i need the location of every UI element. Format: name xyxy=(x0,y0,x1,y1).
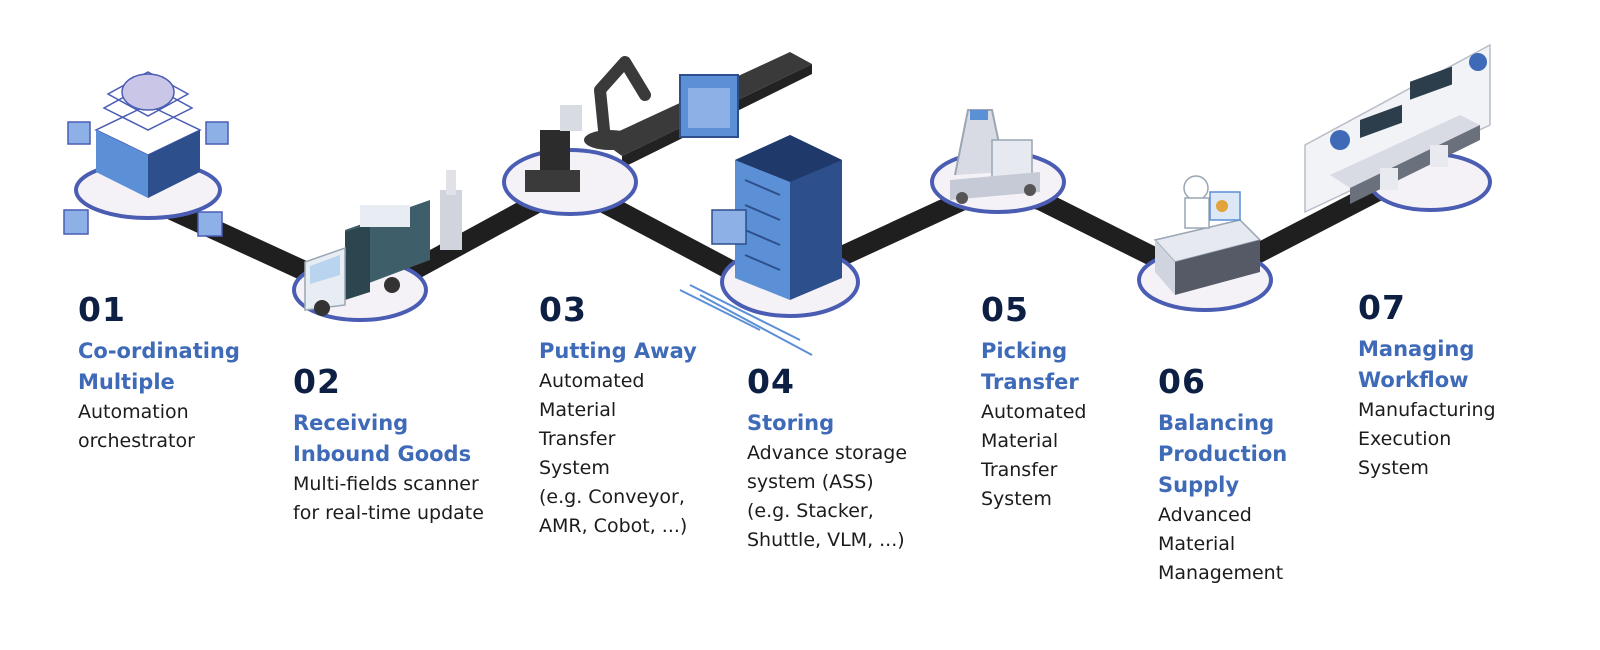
step-number: 04 xyxy=(747,362,795,401)
agv-robot-icon xyxy=(930,109,1066,214)
step-description-line: Transfer xyxy=(981,459,1058,481)
step-02: 02 Receiving Inbound Goods Multi-fields … xyxy=(293,362,533,528)
step-description-line: (e.g. Conveyor, xyxy=(539,486,685,508)
step-description-line: Automated xyxy=(981,401,1087,423)
step-06: 06 Balancing Production Supply Advanced … xyxy=(1158,362,1398,588)
step-01: 01 Co-ordinating Multiple Automation orc… xyxy=(78,290,318,456)
step-05: 05 Picking Transfer Automated Material T… xyxy=(981,290,1221,514)
step-number: 05 xyxy=(981,290,1029,329)
storage-tower-icon xyxy=(679,135,860,356)
step-03: 03 Putting Away Automated Material Trans… xyxy=(539,290,779,541)
step-number: 07 xyxy=(1358,288,1406,327)
step-title: Putting Away xyxy=(539,336,779,367)
control-room-icon xyxy=(1304,43,1492,214)
step-number: 03 xyxy=(539,290,587,329)
step-title-line: Managing xyxy=(1358,337,1475,361)
step-description-line: Execution xyxy=(1358,428,1452,450)
step-description-line: Advance storage xyxy=(747,442,908,464)
step-title-line: Storing xyxy=(747,411,835,435)
step-title-line: Workflow xyxy=(1358,368,1469,392)
step-07: 07 Managing Workflow Manufacturing Execu… xyxy=(1358,288,1598,483)
step-title-line: Transfer xyxy=(981,370,1079,394)
robot-arm-conveyor-icon xyxy=(502,52,812,216)
step-description-line: AMR, Cobot, ...) xyxy=(539,515,688,537)
step-title-line: Supply xyxy=(1158,473,1240,497)
step-description: Advance storage system (ASS) (e.g. Stack… xyxy=(747,439,987,555)
step-title-line: Balancing xyxy=(1158,411,1275,435)
step-number: 06 xyxy=(1158,362,1206,401)
step-title: Receiving Inbound Goods xyxy=(293,408,533,470)
step-description-line: (e.g. Stacker, xyxy=(747,500,874,522)
step-description-line: orchestrator xyxy=(78,430,195,452)
step-description-line: System xyxy=(981,488,1052,510)
ai-brain-orchestrator-icon xyxy=(63,71,229,237)
step-description-line: Multi-fields scanner xyxy=(293,473,479,495)
step-description: Automation orchestrator xyxy=(78,398,318,456)
step-description-line: System xyxy=(1358,457,1429,479)
step-title-line: Multiple xyxy=(78,370,175,394)
step-description-line: Automation xyxy=(78,401,189,423)
step-description-line: Management xyxy=(1158,562,1284,584)
step-description-line: Material xyxy=(1158,533,1236,555)
step-description-line: Manufacturing xyxy=(1358,399,1496,421)
step-title-line: Picking xyxy=(981,339,1068,363)
step-description-line: Automated xyxy=(539,370,645,392)
step-04: 04 Storing Advance storage system (ASS) … xyxy=(747,362,987,555)
step-description: Advanced Material Management xyxy=(1158,501,1398,588)
step-title: Co-ordinating Multiple xyxy=(78,336,318,398)
step-description-line: Transfer xyxy=(539,428,616,450)
step-number: 01 xyxy=(78,290,126,329)
step-title: Storing xyxy=(747,408,987,439)
step-title-line: Inbound Goods xyxy=(293,442,472,466)
step-description-line: for real-time update xyxy=(293,502,484,524)
step-description: Automated Material Transfer System xyxy=(981,398,1221,514)
step-title-line: Putting Away xyxy=(539,339,697,363)
delivery-truck-icon xyxy=(292,170,462,322)
step-title-line: Co-ordinating xyxy=(78,339,240,363)
step-description-line: Shuttle, VLM, ...) xyxy=(747,529,905,551)
step-number: 02 xyxy=(293,362,341,401)
step-description: Multi-fields scanner for real-time updat… xyxy=(293,470,533,528)
step-description-line: Material xyxy=(539,399,617,421)
step-description: Automated Material Transfer System (e.g.… xyxy=(539,367,779,541)
step-title-line: Production xyxy=(1158,442,1288,466)
step-description-line: Advanced xyxy=(1158,504,1252,526)
production-workstation-icon xyxy=(1137,175,1273,312)
step-description: Manufacturing Execution System xyxy=(1358,396,1598,483)
step-description-line: system (ASS) xyxy=(747,471,874,493)
step-title: Balancing Production Supply xyxy=(1158,408,1398,501)
step-title: Managing Workflow xyxy=(1358,334,1598,396)
step-description-line: Material xyxy=(981,430,1059,452)
step-title: Picking Transfer xyxy=(981,336,1221,398)
step-description-line: System xyxy=(539,457,610,479)
step-title-line: Receiving xyxy=(293,411,409,435)
